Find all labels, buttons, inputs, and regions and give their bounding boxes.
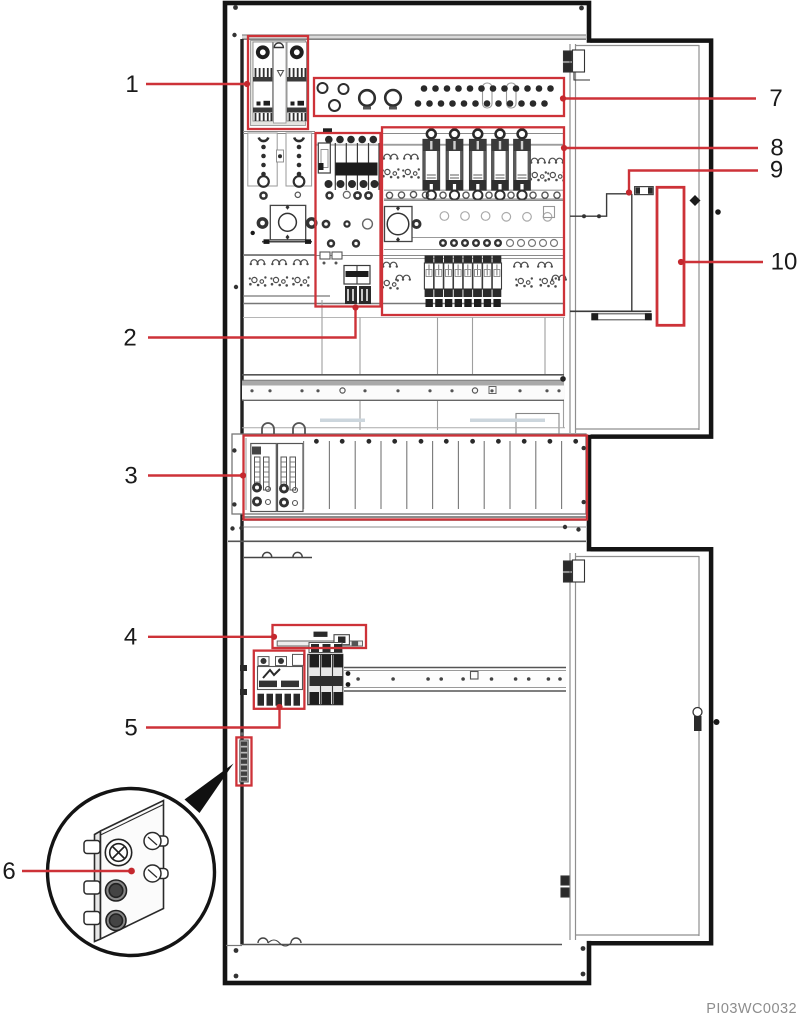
svg-text:7: 7 [769, 85, 782, 112]
svg-text:8: 8 [770, 135, 783, 162]
svg-text:5: 5 [124, 715, 137, 742]
svg-text:4: 4 [124, 624, 137, 651]
svg-text:9: 9 [770, 157, 783, 184]
svg-text:3: 3 [124, 463, 137, 490]
svg-text:2: 2 [123, 325, 136, 352]
svg-text:1: 1 [125, 71, 138, 98]
svg-text:6: 6 [2, 858, 15, 885]
svg-text:10: 10 [771, 249, 798, 276]
svg-text:PI03WC0032: PI03WC0032 [706, 1001, 797, 1017]
